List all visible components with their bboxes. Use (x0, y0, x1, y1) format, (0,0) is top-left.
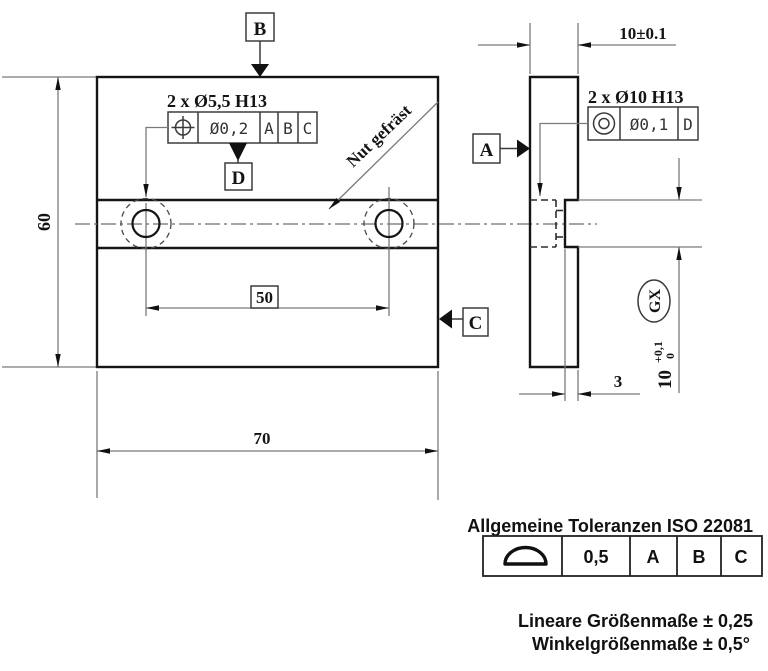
plate-outline (95, 75, 440, 369)
dim-thickness: 10±0.1 (478, 23, 676, 74)
datum-b: B (245, 12, 275, 77)
datum-b-label: B (254, 19, 267, 40)
hidden-hole-lines (530, 199, 565, 248)
note-angular: Winkelgrößenmaße ± 0,5° (532, 634, 750, 654)
note-linear: Lineare Größenmaße ± 0,25 (518, 611, 753, 631)
fcf-position-datum-3: C (303, 119, 313, 138)
fcf-concentricity-tolerance: Ø0,1 (630, 115, 669, 134)
datum-a: A (472, 133, 530, 164)
fcf-position-tolerance: Ø0,2 (210, 119, 249, 138)
datum-d-label: D (232, 168, 246, 189)
dim-slot-height-value: 10 (655, 370, 676, 389)
tolerance-datum-3: C (735, 547, 748, 567)
side-view-outline (528, 75, 580, 369)
dim-hole-spacing-label: 50 (256, 288, 273, 307)
dim-hole-spacing-50: 50 (146, 285, 389, 311)
position-symbol-icon (171, 116, 195, 139)
datum-d: D (224, 143, 253, 191)
slot-note: Nut gefräst (328, 101, 439, 210)
fcf-concentricity: 2 x Ø10 H13 Ø0,1 D (537, 87, 699, 196)
front-view: 60 50 70 (2, 12, 597, 500)
datum-triangle-icon (517, 139, 530, 158)
hole-right (363, 187, 415, 316)
fcf-leader (537, 122, 588, 196)
hole-right-counterbore-hidden (363, 197, 415, 250)
basic-dimension-box (250, 285, 279, 309)
dim-slot-depth-label: 3 (614, 372, 623, 391)
hole-left (120, 197, 172, 316)
datum-triangle-icon (229, 143, 247, 161)
datum-triangle-icon (251, 64, 269, 77)
datum-c-label: C (469, 313, 483, 334)
dim-slot-height-modifier: GX (647, 289, 664, 313)
side-view: A 2 x Ø10 H13 Ø0,1 D 10±0.1 (472, 23, 702, 401)
dim-width-70: 70 (96, 371, 439, 500)
fcf-position-datum-1: A (264, 119, 274, 138)
gx-modifier-circle-icon (637, 279, 671, 323)
hole-left-counterbore-hidden (120, 197, 172, 250)
surface-profile-symbol-icon (503, 545, 548, 566)
dim-height-60: 60 (2, 76, 97, 368)
tolerance-datum-2: B (693, 547, 706, 567)
tolerance-block-title: Allgemeine Toleranzen ISO 22081 (467, 516, 753, 536)
fcf-leader (143, 126, 168, 197)
holes-label: 2 x Ø5,5 H13 (167, 91, 267, 111)
datum-a-label: A (480, 140, 494, 161)
datum-c: C (439, 307, 489, 337)
dim-slot-height-upper: +0,1 (651, 341, 665, 363)
dim-slot-height: 10 +0,1 0 GX (578, 158, 702, 393)
tolerance-value: 0,5 (583, 547, 608, 567)
slot-note-leader (328, 101, 439, 210)
dim-slot-height-lower: 0 (663, 353, 677, 359)
concentricity-symbol-icon (592, 112, 616, 135)
dim-width-label: 70 (254, 429, 271, 448)
dim-thickness-label: 10±0.1 (619, 24, 667, 43)
tolerance-datum-1: A (647, 547, 660, 567)
dim-height-label: 60 (34, 213, 54, 231)
datum-triangle-icon (439, 309, 452, 329)
fcf-concentricity-datum-1: D (683, 115, 693, 134)
fcf-position-datum-2: B (283, 119, 293, 138)
fcf-position: 2 x Ø5,5 H13 Ø0,2 A B C (143, 91, 318, 197)
dim-slot-depth: 3 (519, 249, 640, 401)
tolerance-block: Allgemeine Toleranzen ISO 22081 0,5 A B … (467, 516, 763, 654)
side-holes-label: 2 x Ø10 H13 (588, 87, 684, 107)
